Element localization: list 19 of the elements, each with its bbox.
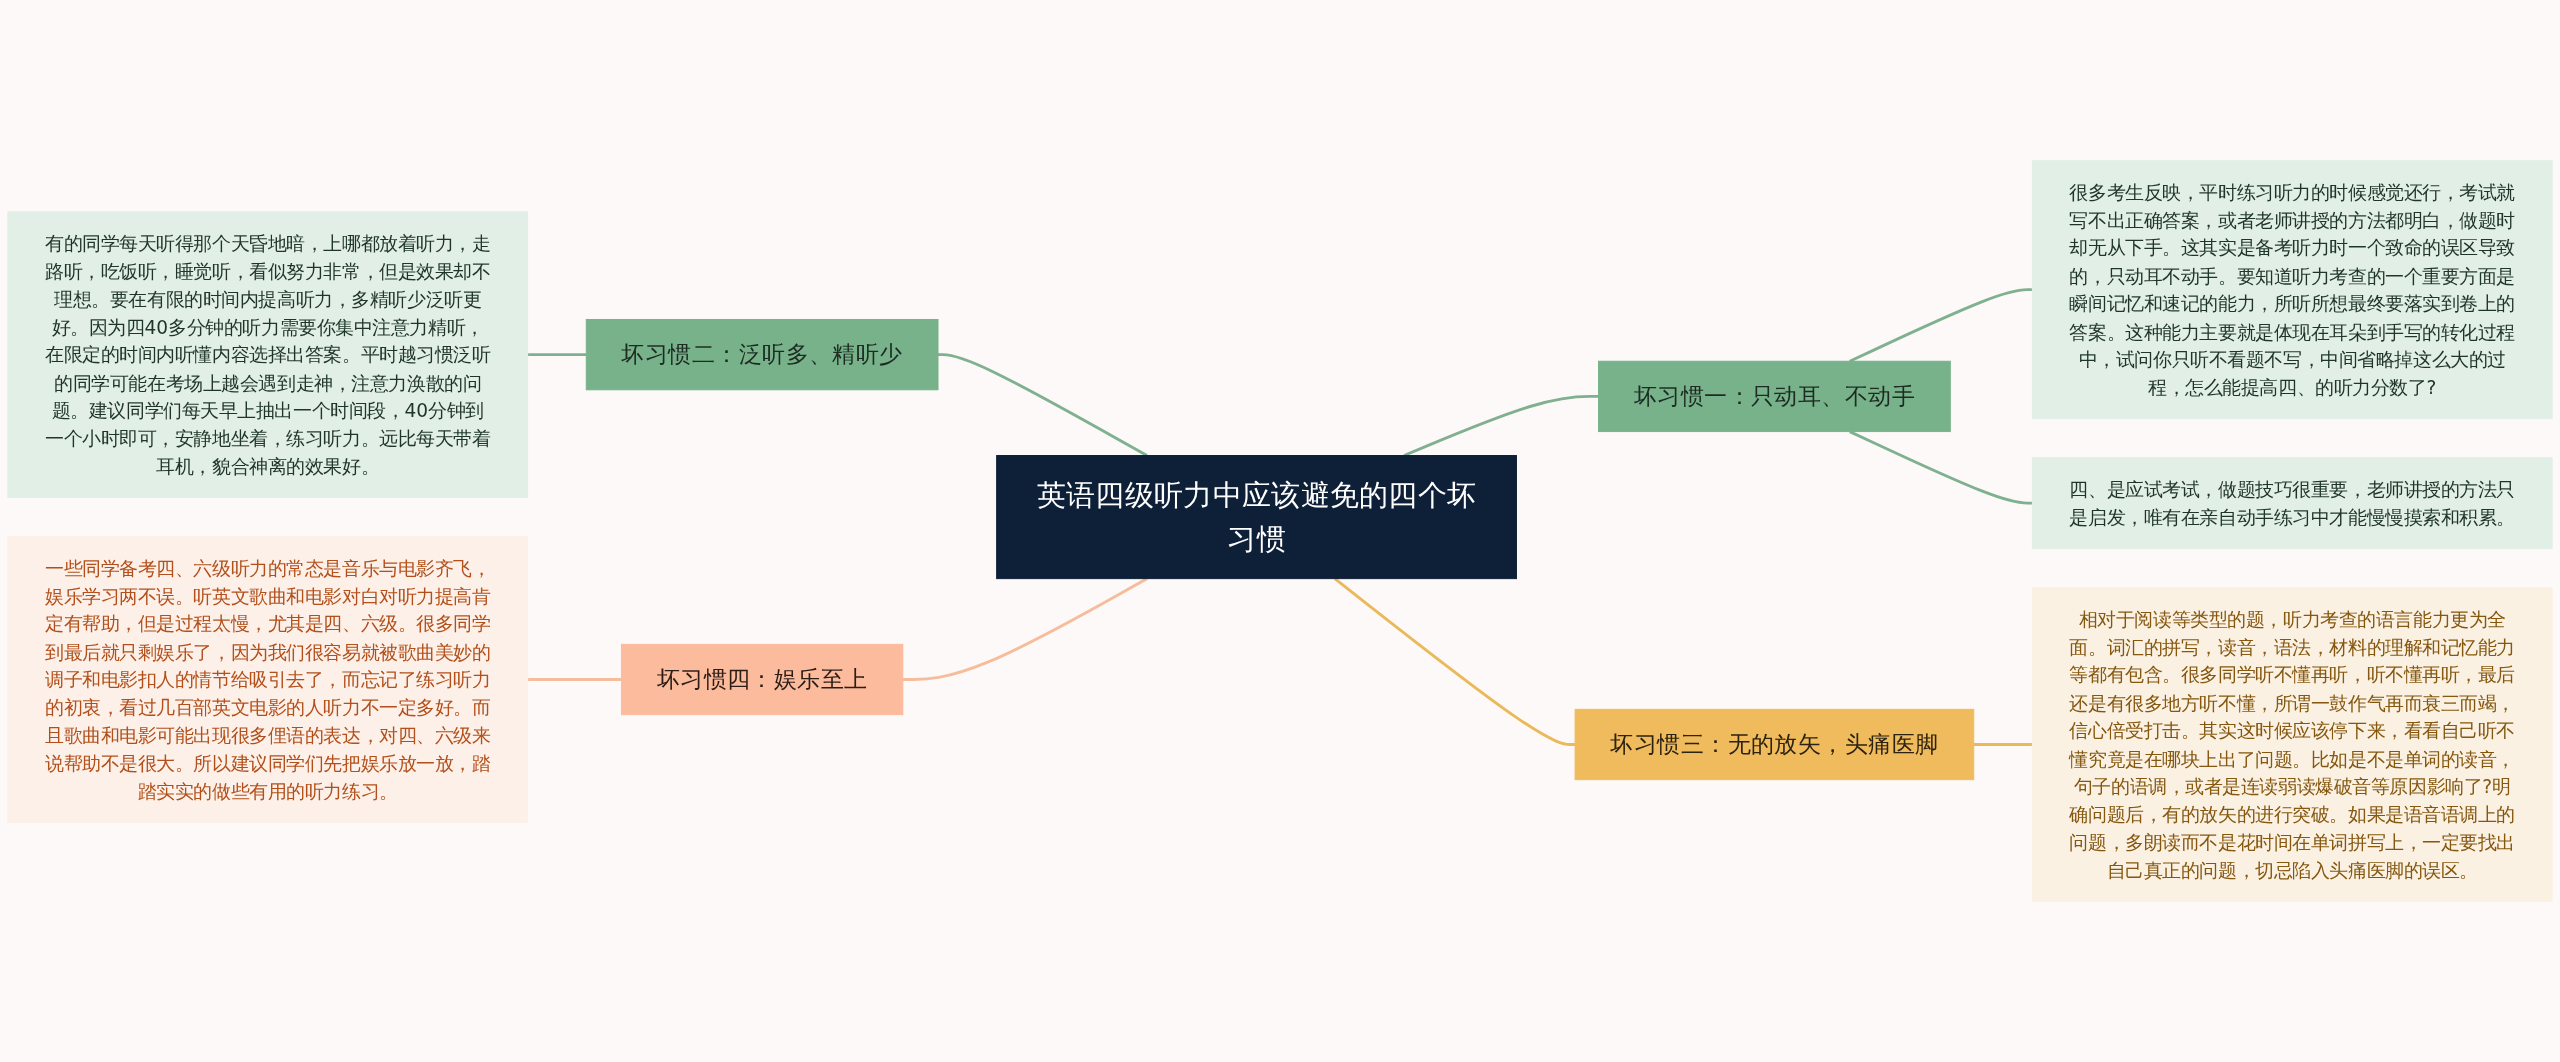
node-box: 一些同学备考四、六级听力的常态是音乐与电影齐飞，娱乐学习两不误。听英文歌曲和电影对白对听力提高肯定有帮助，但是过程太慢，尤其是四、六级。很多同学到最后就只剩娱乐了，因为我们很容易就被歌曲美妙的调子和电影扣人的情节给吸引去了，而忘记了练习听力的初衷，看过几百部英文电影的人听力不一定多好。而且歌曲和电影可能出现很多俚语的表达，对四、六级来说帮助不是很大。所以建议同学们先把娱乐放一放，踏踏实实的做些有用的听力练习。 [7, 536, 529, 823]
node-box: 四、是应试考试，做题技巧很重要，老师讲授的方法只是启发，唯有在亲自动手练习中才能慢慢摸索和积累。 [2031, 457, 2553, 550]
connector [1973, 743, 2033, 746]
node-box: 坏习惯二：泛听多、精听少 [585, 318, 939, 391]
node-box: 坏习惯四：娱乐至上 [620, 643, 904, 716]
connector [527, 678, 622, 681]
connector [1849, 288, 2033, 363]
connector [938, 353, 1148, 457]
node-box: 英语四级听力中应该避免的四个坏习惯 [996, 455, 1517, 580]
node-box: 坏习惯一：只动耳、不动手 [1598, 360, 1951, 433]
node-box: 很多考生反映，平时练习听力的时候感觉还行，考试就写不出正确答案，或者老师讲授的方法都明白，做题时却无从下手。这其实是备考听力时一个致命的误区导致的，只动耳不动手。要知道听力考查的一个重要方面是瞬间记忆和速记的能力，所听所想最终要落实到卷上的答案。这种能力主要就是体现在耳朵到手写的转化过程中，试问你只听不看题不写，中间省略掉这么大的过程，怎么能提高四、的听力分数了? [2031, 160, 2553, 420]
connector [1849, 430, 2033, 505]
node-box: 坏习惯三：无的放矢，头痛医脚 [1574, 708, 1975, 781]
node-box: 有的同学每天听得那个天昏地暗，上哪都放着听力，走路听，吃饭听，睡觉听，看似努力非常，但是效果却不理想。要在有限的时间内提高听力，多精听少泛听更好。因为四40多分钟的听力需要你集中注意力精听，在限定的时间内听懂内容选择出答案。平时越习惯泛听的同学可能在考场上越会遇到走神，注意力涣散的问题。建议同学们每天早上抽出一个时间段，40分钟到一个小时即可，安静地坐着，练习听力。远比每天带着耳机，貌合神离的效果好。 [7, 211, 529, 498]
connector [1403, 394, 1599, 457]
connector [902, 577, 1148, 681]
connector [527, 353, 587, 357]
node-box: 相对于阅读等类型的题，听力考查的语言能力更为全面。词汇的拼写，读音，语法，材料的理解和记忆能力等都有包含。很多同学听不懂再听，听不懂再听，最后还是有很多地方听不懂，所谓一鼓作气再而衰三而竭，信心倍受打击。其实这时候应该停下来，看看自己听不懂究竟是在哪块上出了问题。比如是不是单词的读音，句子的语调，或者是连读弱读爆破音等原因影响了?明确问题后，有的放矢的进行突破。如果是语音语调上的问题，多朗读而不是花时间在单词拼写上，一定要找出自己真正的问题，切忌陷入头痛医脚的误区。 [2031, 587, 2553, 902]
connector [1333, 577, 1576, 746]
